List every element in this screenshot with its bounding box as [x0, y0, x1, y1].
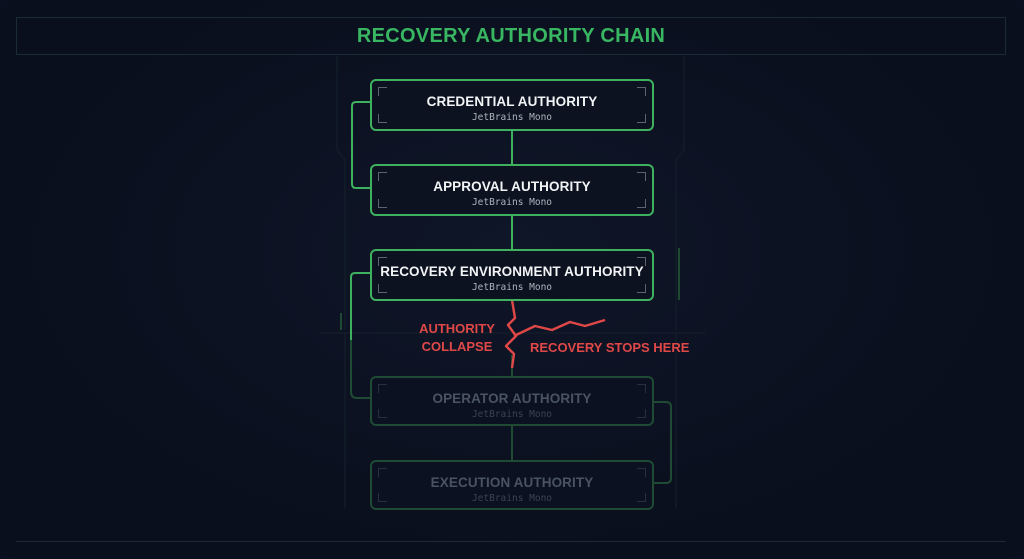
node-label: RECOVERY ENVIRONMENT AUTHORITY	[380, 264, 644, 279]
corner-bracket	[378, 257, 387, 266]
corner-bracket	[378, 172, 387, 181]
node-label: APPROVAL AUTHORITY	[433, 179, 591, 194]
corner-bracket	[378, 199, 387, 208]
corner-bracket	[378, 493, 387, 502]
corner-bracket	[637, 384, 646, 393]
corner-bracket	[637, 257, 646, 266]
collapse-label-line1: AUTHORITY	[419, 321, 495, 336]
title-bar: RECOVERY AUTHORITY CHAIN	[16, 17, 1006, 55]
node-label: EXECUTION AUTHORITY	[430, 475, 594, 490]
node-credential-authority: CREDENTIAL AUTHORITY JetBrains Mono	[370, 79, 654, 131]
node-font-caption: JetBrains Mono	[471, 112, 553, 123]
collapse-label: AUTHORITY COLLAPSE	[412, 320, 502, 356]
corner-bracket	[378, 384, 387, 393]
recovery-stops-label: RECOVERY STOPS HERE	[530, 340, 690, 355]
node-recovery-environment-authority: RECOVERY ENVIRONMENT AUTHORITY JetBrains…	[370, 249, 654, 301]
node-approval-authority: APPROVAL AUTHORITY JetBrains Mono	[370, 164, 654, 216]
corner-bracket	[378, 284, 387, 293]
collapse-label-line2: COLLAPSE	[421, 339, 493, 354]
node-font-caption: JetBrains Mono	[471, 197, 553, 208]
node-font-caption: JetBrains Mono	[471, 282, 553, 293]
bottom-rule	[16, 541, 1006, 542]
corner-bracket	[637, 409, 646, 418]
corner-bracket	[637, 199, 646, 208]
corner-bracket	[637, 493, 646, 502]
corner-bracket	[637, 172, 646, 181]
corner-bracket	[378, 87, 387, 96]
corner-bracket	[378, 468, 387, 477]
node-execution-authority: EXECUTION AUTHORITY JetBrains Mono	[370, 460, 654, 510]
node-font-caption: JetBrains Mono	[471, 493, 553, 504]
node-font-caption: JetBrains Mono	[471, 409, 553, 420]
diagram-title: RECOVERY AUTHORITY CHAIN	[356, 24, 666, 47]
corner-bracket	[637, 114, 646, 123]
corner-bracket	[637, 87, 646, 96]
node-label: OPERATOR AUTHORITY	[432, 391, 592, 406]
fracture-line	[504, 299, 606, 369]
node-operator-authority: OPERATOR AUTHORITY JetBrains Mono	[370, 376, 654, 426]
corner-bracket	[637, 468, 646, 477]
corner-bracket	[637, 284, 646, 293]
corner-bracket	[378, 409, 387, 418]
corner-bracket	[378, 114, 387, 123]
node-label: CREDENTIAL AUTHORITY	[426, 94, 598, 109]
